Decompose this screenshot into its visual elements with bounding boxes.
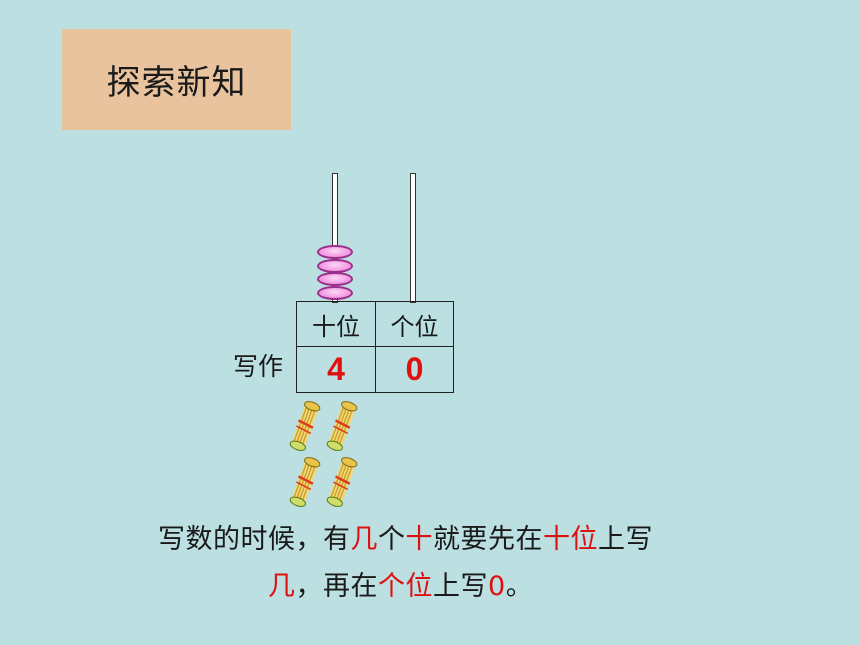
sentence-text: 个	[378, 524, 406, 555]
stick-bundles-image	[287, 398, 360, 510]
abacus-bead	[317, 245, 353, 259]
sentence-text: 写数的时候，有	[158, 524, 351, 555]
ones-digit: 0	[405, 351, 424, 387]
stick-bundle	[324, 398, 360, 454]
tens-place-header: 十位	[312, 312, 360, 341]
sentence-text: 上写	[433, 571, 488, 602]
table-divider	[375, 302, 376, 392]
abacus-bead	[317, 272, 353, 286]
sentence-text: ，再在	[295, 571, 378, 602]
ones-rod	[410, 173, 416, 303]
title-box: 探索新知	[62, 29, 291, 130]
write-as-label: 写作	[233, 352, 284, 381]
highlighted-text: 十位	[543, 524, 598, 555]
tens-rod	[332, 173, 338, 303]
stick-bundle	[287, 398, 323, 454]
sentence-text: 上写	[598, 524, 653, 555]
rule-sentence-line-1: 写数的时候，有几个十就要先在十位上写	[158, 517, 653, 556]
table-divider	[297, 346, 453, 347]
sentence-text: 就要先在	[433, 524, 543, 555]
abacus-bead	[317, 258, 353, 273]
ones-place-header: 个位	[390, 312, 439, 341]
highlighted-text: 十	[405, 524, 433, 555]
highlighted-text: 0	[488, 571, 506, 602]
highlighted-text: 个位	[378, 571, 433, 602]
highlighted-text: 几	[268, 571, 296, 602]
page-title: 探索新知	[106, 63, 247, 103]
stick-bundle	[287, 454, 323, 510]
abacus-bead	[317, 285, 353, 300]
place-value-table: 十位 个位 4 0	[296, 301, 454, 393]
tens-digit: 4	[327, 351, 345, 387]
rule-sentence-line-2: 几，再在个位上写0。	[268, 564, 533, 603]
sentence-text: 。	[505, 571, 534, 602]
highlighted-text: 几	[350, 524, 378, 555]
stick-bundle	[324, 454, 360, 510]
